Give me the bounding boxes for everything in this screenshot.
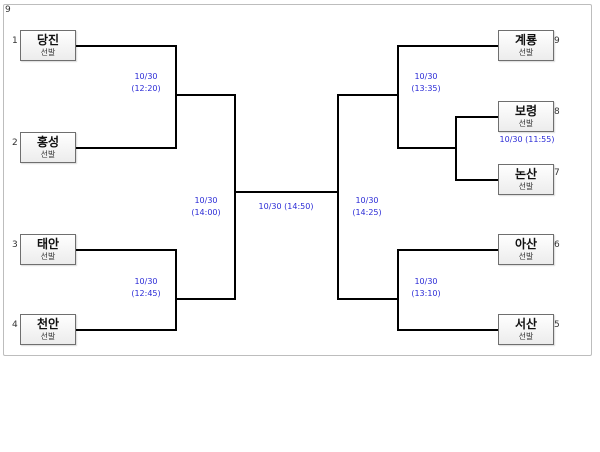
match-time: (14:00): [191, 208, 221, 217]
seed-label: 5: [554, 320, 560, 330]
team-box-taean[interactable]: 태안 선발: [20, 234, 76, 265]
team-box-nonsan[interactable]: 논산 선발: [498, 164, 554, 195]
corner-label: 9: [5, 5, 11, 15]
line-right-semi: [337, 94, 398, 300]
team-name: 천안: [36, 317, 60, 331]
match-date: 10/30: [134, 72, 158, 81]
team-status: 선발: [40, 332, 56, 341]
team-name: 홍성: [36, 135, 60, 149]
match-datetime: 10/30 (14:50): [258, 202, 314, 211]
team-name: 서산: [514, 317, 538, 331]
team-name: 태안: [36, 237, 60, 251]
match-label-final: 10/30 (14:50): [250, 201, 322, 213]
match-date: 10/30: [194, 196, 218, 205]
team-status: 선발: [518, 119, 534, 128]
team-name: 아산: [514, 237, 538, 251]
team-status: 선발: [518, 48, 534, 57]
match-label-right-top: 10/30 (13:35): [402, 71, 450, 95]
seed-label: 8: [554, 107, 560, 117]
team-box-dangjin[interactable]: 당진 선발: [20, 30, 76, 61]
line-right-bottom: [397, 249, 498, 331]
line-right-playin: [455, 116, 498, 181]
team-status: 선발: [40, 48, 56, 57]
match-label-right-bottom: 10/30 (13:10): [402, 276, 450, 300]
team-status: 선발: [40, 252, 56, 261]
seed-label: 7: [554, 168, 560, 178]
match-date: 10/30: [414, 277, 438, 286]
team-name: 계룡: [514, 33, 538, 47]
team-box-gyeryong[interactable]: 계룡 선발: [498, 30, 554, 61]
team-box-asan[interactable]: 아산 선발: [498, 234, 554, 265]
match-label-left-bottom: 10/30 (12:45): [122, 276, 170, 300]
seed-label: 3: [12, 240, 18, 250]
match-time: (13:10): [411, 289, 441, 298]
line-left-top: [76, 45, 177, 149]
match-time: (12:45): [131, 289, 161, 298]
team-name: 당진: [36, 33, 60, 47]
seed-label: 2: [12, 138, 18, 148]
match-datetime: 10/30 (11:55): [499, 135, 555, 144]
match-date: 10/30: [134, 277, 158, 286]
seed-label: 1: [12, 36, 18, 46]
line-left-semi: [176, 94, 236, 300]
match-label-left-top: 10/30 (12:20): [122, 71, 170, 95]
match-date: 10/30: [355, 196, 379, 205]
seed-label: 4: [12, 320, 18, 330]
team-status: 선발: [518, 182, 534, 191]
line-left-bottom: [76, 249, 177, 331]
line-right-top: [397, 45, 498, 149]
seed-label: 9: [554, 36, 560, 46]
bracket-frame: [3, 4, 592, 356]
match-time: (14:25): [352, 208, 382, 217]
match-label-right-playin: 10/30 (11:55): [492, 134, 562, 146]
team-box-boryeong[interactable]: 보령 선발: [498, 101, 554, 132]
team-box-cheonan[interactable]: 천안 선발: [20, 314, 76, 345]
team-box-hongseong[interactable]: 홍성 선발: [20, 132, 76, 163]
match-label-right-semi: 10/30 (14:25): [343, 195, 391, 219]
match-label-left-semi: 10/30 (14:00): [182, 195, 230, 219]
match-time: (13:35): [411, 84, 441, 93]
team-box-seosan[interactable]: 서산 선발: [498, 314, 554, 345]
team-name: 보령: [514, 104, 538, 118]
team-status: 선발: [40, 150, 56, 159]
match-time: (12:20): [131, 84, 161, 93]
team-status: 선발: [518, 252, 534, 261]
team-status: 선발: [518, 332, 534, 341]
team-name: 논산: [514, 167, 538, 181]
seed-label: 6: [554, 240, 560, 250]
match-date: 10/30: [414, 72, 438, 81]
